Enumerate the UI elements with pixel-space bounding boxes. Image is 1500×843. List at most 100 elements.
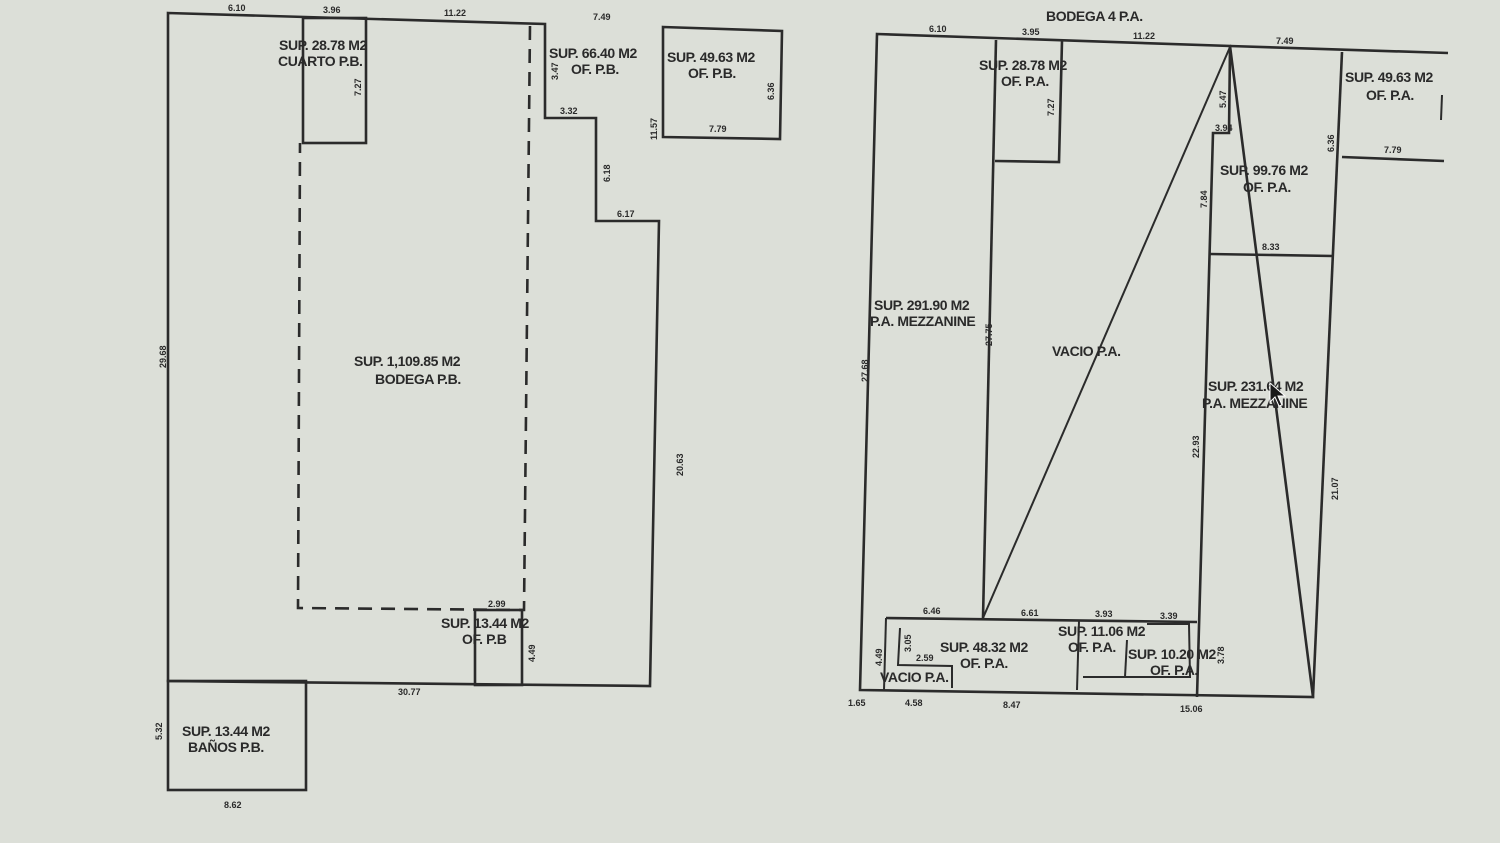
- of-a-area: SUP. 66.40 M2: [549, 45, 638, 61]
- dim-r-bot-c: 3.93: [1095, 609, 1113, 619]
- mezz-left-area: SUP. 291.90 M2: [874, 297, 970, 313]
- dim-r-bottom-c: 8.47: [1003, 700, 1021, 710]
- room-of-small: [473, 608, 524, 687]
- room-banos: [166, 679, 308, 792]
- dim-r-left-small: 4.49: [874, 648, 884, 666]
- of-48-name: OF. P.A.: [960, 655, 1008, 671]
- dim-banos-side: 5.32: [154, 722, 164, 740]
- wall-far-office: [1341, 155, 1445, 163]
- room-cuarto: [301, 16, 368, 145]
- dim-r-top-c: 11.22: [1133, 31, 1155, 41]
- dim-r-bot-a: 6.46: [923, 606, 941, 616]
- vacio-small-name: VACIO P.A.: [880, 669, 949, 685]
- of-99-area: SUP. 99.76 M2: [1220, 162, 1309, 178]
- cuarto-name: CUARTO P.B.: [278, 53, 363, 69]
- room-of-10: [1083, 623, 1192, 678]
- dim-r-far-bottom: 7.79: [1384, 145, 1402, 155]
- dimensions-upper-floor: 6.10 3.95 11.22 7.49 7.27 5.47 3.94 6.36…: [848, 24, 1402, 714]
- dim-r-of-top-side: 7.27: [1046, 98, 1056, 116]
- dim-r-top-a: 6.10: [929, 24, 947, 34]
- dim-r-mid-b: 3.94: [1215, 123, 1233, 133]
- dim-banos-bottom: 8.62: [224, 800, 242, 810]
- of-11-area: SUP. 11.06 M2: [1058, 623, 1146, 639]
- room-of-top: [994, 40, 1064, 164]
- dim-of-small-top: 2.99: [488, 599, 506, 609]
- dim-r-bot-b: 6.61: [1021, 608, 1039, 618]
- dim-r-mezz-right-side: 22.93: [1191, 435, 1201, 458]
- dim-of-b-bottom: 7.79: [709, 124, 727, 134]
- bodega-dashed-boundary: [296, 25, 532, 612]
- cuarto-area: SUP. 28.78 M2: [279, 37, 368, 53]
- of-b-area: SUP. 49.63 M2: [667, 49, 756, 65]
- wall-mezz-left: [981, 39, 998, 619]
- of-far-area: SUP. 49.63 M2: [1345, 69, 1434, 85]
- of-b-name: OF. P.B.: [688, 65, 736, 81]
- of-small-area: SUP. 13.44 M2: [441, 615, 530, 631]
- of-11-name: OF. P.A.: [1068, 639, 1116, 655]
- dim-r-bottom-d: 15.06: [1180, 704, 1203, 714]
- room-of-b: [661, 25, 784, 141]
- dim-r-left-small-b: 3.05: [903, 634, 913, 652]
- dim-r-inner-small: 2.59: [916, 653, 934, 663]
- dim-r-bot-d: 3.39: [1160, 611, 1178, 621]
- labels-upper-floor: BODEGA 4 P.A. SUP. 28.78 M2 OF. P.A. SUP…: [870, 8, 1434, 685]
- far-office-tick: [1440, 94, 1443, 121]
- wall-of-99-bottom: [1209, 252, 1334, 258]
- dim-cuarto-side: 7.27: [353, 78, 363, 96]
- dim-of-a-right: 11.57: [649, 118, 659, 140]
- dim-left-total: 29.68: [158, 345, 168, 368]
- dim-of-a-side: 3.47: [550, 62, 560, 80]
- mezz-right-name: P.A. MEZZANINE: [1202, 395, 1307, 411]
- wall-of-11-left: [1076, 620, 1080, 691]
- vacio-diagonal: [982, 46, 1231, 619]
- wall-offices-top: [885, 616, 1198, 624]
- dim-of-b-side: 6.36: [766, 82, 776, 100]
- dim-of-a-bottom: 6.17: [617, 209, 635, 219]
- dim-r-of-99-side: 7.84: [1199, 190, 1209, 208]
- wall-top-extension: [1229, 44, 1449, 55]
- of-48-area: SUP. 48.32 M2: [940, 639, 1029, 655]
- plan-upper-floor: [858, 32, 1449, 699]
- dim-r-bottom-b: 4.58: [905, 698, 923, 708]
- dim-of-a-step: 3.32: [560, 106, 578, 116]
- dim-r-side-small: 3.78: [1216, 646, 1226, 664]
- dim-right-total: 20.63: [675, 453, 685, 476]
- wall-offices-left: [883, 617, 887, 691]
- dim-r-top-b: 3.95: [1022, 27, 1040, 37]
- dim-top-d: 7.49: [593, 12, 611, 22]
- dim-of-a-inner: 6.18: [602, 164, 612, 182]
- warehouse-outline-right: [858, 32, 1315, 699]
- wall-right-mezz: [1311, 51, 1344, 698]
- of-10-name: OF. P.A.: [1150, 662, 1198, 678]
- mouse-cursor-icon: [1269, 381, 1287, 407]
- dim-r-top-d: 7.49: [1276, 36, 1294, 46]
- banos-area: SUP. 13.44 M2: [182, 723, 271, 739]
- of-far-name: OF. P.A.: [1366, 87, 1414, 103]
- dim-r-left-total: 27.68: [860, 359, 870, 382]
- dim-r-mid-a: 5.47: [1218, 90, 1228, 108]
- dim-top-a: 6.10: [228, 3, 246, 13]
- of-10-area: SUP. 10.20 M2: [1128, 646, 1217, 662]
- sheet-title: BODEGA 4 P.A.: [1046, 8, 1143, 24]
- warehouse-outline-left: [166, 11, 661, 688]
- wall-of-99: [1195, 46, 1232, 698]
- of-top-area: SUP. 28.78 M2: [979, 57, 1068, 73]
- dim-top-b: 3.96: [323, 5, 341, 15]
- banos-name: BAÑOS P.B.: [188, 738, 264, 755]
- plan-ground-floor: [166, 11, 784, 792]
- dim-r-mezz-left-side: 27.75: [984, 323, 994, 346]
- of-small-name: OF. P.B: [462, 631, 507, 647]
- dim-r-of-99-bottom: 8.33: [1262, 242, 1280, 252]
- wall-of-11-right: [1124, 639, 1128, 678]
- dim-r-bottom-a: 1.65: [848, 698, 866, 708]
- vacio-name: VACIO P.A.: [1052, 343, 1121, 359]
- dimensions-ground-floor: 6.10 3.96 11.22 7.49 7.27 3.47 3.32 6.18…: [154, 3, 776, 810]
- of-99-name: OF. P.A.: [1243, 179, 1291, 195]
- dim-bottom-total: 30.77: [398, 687, 421, 697]
- dim-r-right-side: 6.36: [1326, 134, 1336, 152]
- mezz-right-area: SUP. 231.64 M2: [1208, 378, 1304, 394]
- mezz-left-name: P.A. MEZZANINE: [870, 313, 975, 329]
- dim-top-c: 11.22: [444, 8, 466, 18]
